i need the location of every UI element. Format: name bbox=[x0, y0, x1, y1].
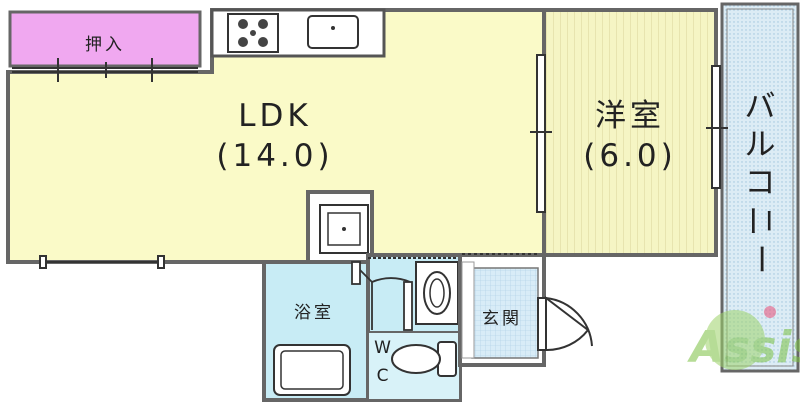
closet-label: 押入 bbox=[85, 35, 125, 55]
toilet bbox=[391, 341, 457, 377]
ldk-size-label: (14.0) bbox=[216, 138, 334, 174]
balcony bbox=[720, 2, 800, 373]
refrigerator-space bbox=[319, 204, 369, 254]
washing-machine bbox=[415, 261, 459, 325]
western-room-door bbox=[530, 54, 552, 213]
entrance bbox=[458, 253, 546, 367]
ldk-name-label: LDK bbox=[238, 98, 312, 134]
assist-watermark: Assist bbox=[687, 306, 800, 373]
entrance-label: 玄関 bbox=[482, 309, 522, 329]
wc-c-label: C bbox=[376, 366, 392, 386]
balcony-char-5: ー bbox=[742, 243, 778, 275]
entrance-door bbox=[537, 295, 593, 352]
bath-label: 浴室 bbox=[294, 303, 334, 323]
western-room-size-label: (6.0) bbox=[583, 138, 677, 174]
closet-sliding-door bbox=[12, 58, 198, 82]
balcony-char-2: ル bbox=[744, 127, 776, 163]
balcony-char-4: ニ bbox=[742, 205, 778, 237]
western-room-name-label: 洋室 bbox=[595, 98, 665, 134]
balcony-window bbox=[706, 65, 728, 189]
balcony-label: バ ル コ ニ ー bbox=[740, 88, 780, 278]
western-room bbox=[542, 8, 718, 257]
watermark-text: Assist bbox=[687, 322, 800, 373]
ldk-window bbox=[39, 255, 165, 269]
bathroom-door bbox=[351, 261, 413, 331]
wc-w-label: W bbox=[374, 338, 394, 358]
bathroom bbox=[262, 260, 370, 402]
kitchen-counter bbox=[210, 8, 386, 58]
balcony-char-1: バ bbox=[744, 89, 776, 125]
balcony-char-3: コ bbox=[744, 165, 776, 201]
